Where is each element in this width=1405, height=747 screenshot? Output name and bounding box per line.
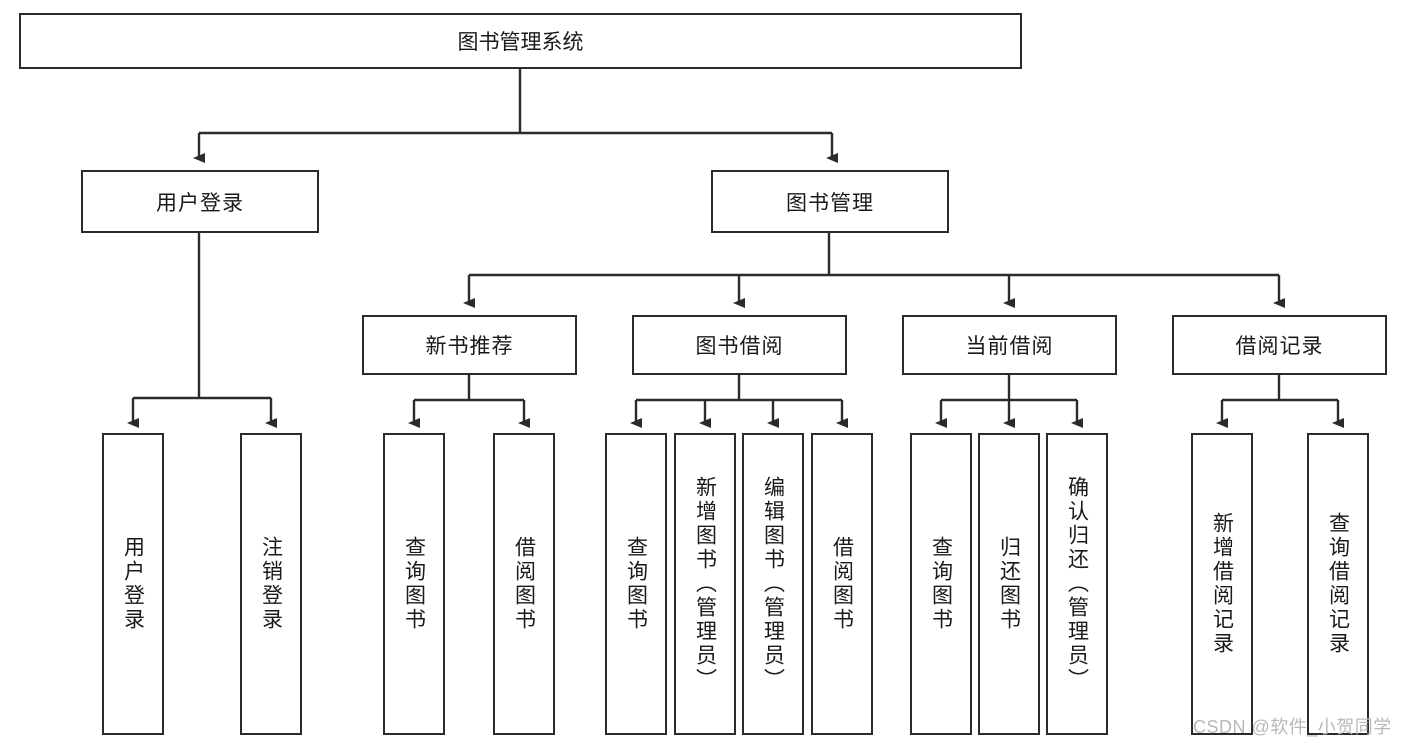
node-label: 新增借阅记录 xyxy=(1210,512,1234,656)
leaf-user-login-logout[interactable]: 注销登录 xyxy=(240,433,302,735)
node-user-login[interactable]: 用户登录 xyxy=(81,170,319,233)
node-label: 借阅记录 xyxy=(1235,335,1324,358)
leaf-record-add-record[interactable]: 新增借阅记录 xyxy=(1191,433,1253,735)
node-label: 借阅图书 xyxy=(830,536,854,632)
leaf-borrow-edit-book[interactable]: 编辑图书（管理员） xyxy=(742,433,804,735)
node-borrow-record[interactable]: 借阅记录 xyxy=(1172,315,1387,375)
csdn-watermark: CSDN @软件_小贺同学 xyxy=(1193,717,1392,737)
node-label: 当前借阅 xyxy=(965,335,1054,358)
leaf-user-login-login[interactable]: 用户登录 xyxy=(102,433,164,735)
node-label: 图书管理 xyxy=(786,191,874,215)
node-root-system[interactable]: 图书管理系统 xyxy=(19,13,1022,69)
leaf-current-return-book[interactable]: 归还图书 xyxy=(978,433,1040,735)
leaf-current-query-book[interactable]: 查询图书 xyxy=(910,433,972,735)
node-label: 查询图书 xyxy=(624,536,648,632)
node-label: 图书管理系统 xyxy=(457,31,584,54)
node-label: 归还图书 xyxy=(997,536,1021,632)
node-label: 新增图书（管理员） xyxy=(693,476,717,692)
leaf-record-query-record[interactable]: 查询借阅记录 xyxy=(1307,433,1369,735)
leaf-borrow-query-book[interactable]: 查询图书 xyxy=(605,433,667,735)
node-label: 用户登录 xyxy=(121,536,145,632)
node-label: 查询图书 xyxy=(929,536,953,632)
node-book-borrow[interactable]: 图书借阅 xyxy=(632,315,847,375)
leaf-recommend-query-book[interactable]: 查询图书 xyxy=(383,433,445,735)
node-label: 注销登录 xyxy=(259,536,283,632)
node-label: 编辑图书（管理员） xyxy=(761,476,785,692)
leaf-borrow-add-book[interactable]: 新增图书（管理员） xyxy=(674,433,736,735)
node-label: 查询图书 xyxy=(402,536,426,632)
leaf-recommend-borrow-book[interactable]: 借阅图书 xyxy=(493,433,555,735)
node-new-book-recommend[interactable]: 新书推荐 xyxy=(362,315,577,375)
node-label: 借阅图书 xyxy=(512,536,536,632)
node-label: 图书借阅 xyxy=(695,335,784,358)
node-book-management[interactable]: 图书管理 xyxy=(711,170,949,233)
node-label: 新书推荐 xyxy=(425,335,514,358)
node-label: 查询借阅记录 xyxy=(1326,512,1350,656)
leaf-current-confirm-return[interactable]: 确认归还（管理员） xyxy=(1046,433,1108,735)
node-label: 确认归还（管理员） xyxy=(1065,476,1089,692)
node-label: 用户登录 xyxy=(156,191,244,215)
node-current-borrow[interactable]: 当前借阅 xyxy=(902,315,1117,375)
leaf-borrow-borrow-book[interactable]: 借阅图书 xyxy=(811,433,873,735)
